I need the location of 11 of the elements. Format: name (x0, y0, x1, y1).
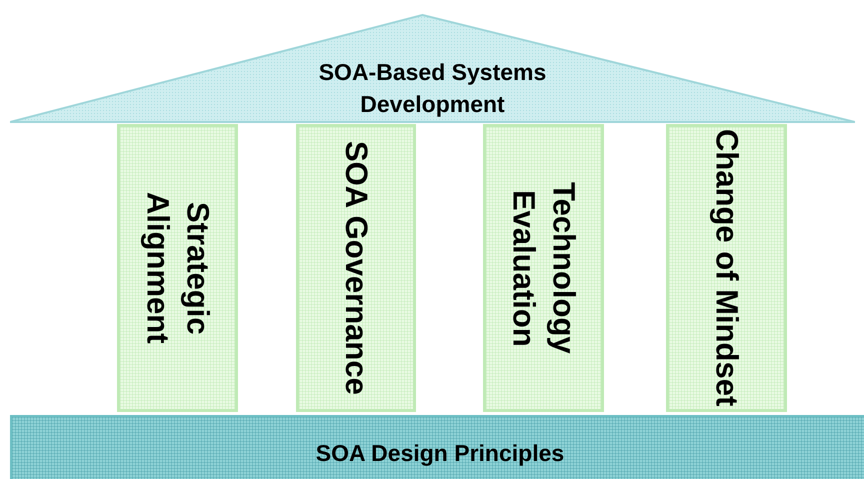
pillar (483, 124, 604, 412)
pillar-label: SOA Governance (338, 141, 375, 395)
pillar-label: Strategic Alignment (140, 191, 216, 346)
foundation-block (10, 415, 864, 479)
pillar (117, 124, 238, 412)
foundation-label: SOA Design Principles (316, 439, 564, 467)
pillar (296, 124, 416, 412)
pillar-label: Technology Evaluation (506, 181, 582, 356)
pillar (666, 124, 787, 412)
roof-title: SOA-Based Systems Development (318, 58, 548, 119)
pillar-label: Change of Mindset (708, 129, 746, 407)
